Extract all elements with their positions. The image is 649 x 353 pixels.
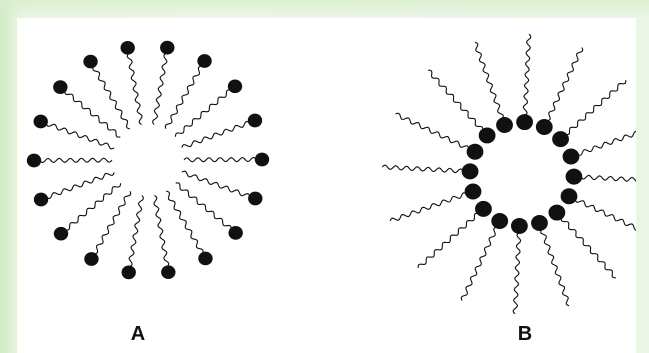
hydrophilic-head (516, 114, 533, 130)
hydrophilic-head (511, 218, 528, 234)
hydrophobic-tail (541, 229, 569, 306)
hydrophobic-tail (176, 183, 232, 229)
hydrophobic-tail (382, 165, 463, 173)
hydrophilic-head (563, 149, 580, 165)
micelle-a (27, 41, 269, 279)
hydrophobic-tail (461, 227, 497, 300)
hydrophilic-head (198, 252, 212, 266)
hydrophobic-tail (129, 195, 143, 266)
figure-panel: A B (17, 18, 636, 353)
hydrophobic-tail (153, 53, 167, 124)
hydrophobic-tail (46, 123, 114, 148)
hydrophilic-head (228, 226, 242, 240)
hydrophobic-tail (396, 113, 469, 149)
hydrophobic-tail (154, 195, 169, 266)
hydrophobic-tail (127, 53, 142, 124)
hydrophobic-tail (165, 66, 201, 129)
hydrophilic-head (27, 154, 41, 168)
hydrophobic-tail (418, 213, 478, 268)
hydrophilic-head (34, 193, 48, 207)
hydrophilic-head (479, 127, 496, 143)
hydrophobic-tail (390, 193, 467, 221)
label-b: B (505, 324, 545, 344)
hydrophilic-head (475, 201, 492, 217)
hydrophilic-head (83, 55, 97, 69)
hydrophobic-tail (475, 42, 503, 119)
hydrophobic-tail (561, 218, 616, 278)
hydrophobic-tail (566, 80, 626, 135)
hydrophobic-tail (513, 233, 521, 314)
hydrophilic-head (491, 213, 508, 229)
hydrophilic-head (561, 188, 578, 204)
hydrophobic-tail (175, 90, 230, 137)
hydrophilic-head (465, 183, 482, 199)
hydrophilic-head (53, 80, 67, 94)
hydrophilic-head (84, 252, 98, 266)
hydrophobic-tail (182, 171, 250, 196)
hydrophobic-tail (428, 70, 483, 130)
hydrophobic-tail (65, 183, 120, 230)
hydrophilic-head (121, 41, 135, 55)
hydrophilic-head (462, 163, 479, 179)
label-a: A (118, 324, 158, 344)
hydrophilic-head (160, 41, 174, 55)
hydrophilic-head (531, 215, 548, 231)
hydrophobic-tail (547, 48, 583, 121)
hydrophilic-head (34, 115, 48, 129)
hydrophobic-tail (577, 127, 636, 155)
micelle-diagram (17, 18, 636, 353)
hydrophilic-head (197, 54, 211, 68)
hydrophilic-head (467, 144, 484, 160)
hydrophobic-tail (523, 34, 531, 115)
hydrophobic-tail (40, 158, 112, 162)
hydrophilic-head (566, 169, 583, 185)
hydrophobic-tail (184, 158, 256, 162)
hydrophobic-tail (65, 91, 121, 137)
hydrophilic-head (161, 265, 175, 279)
hydrophilic-head (122, 266, 136, 280)
hydrophobic-tail (94, 191, 130, 254)
hydrophilic-head (54, 227, 68, 241)
hydrophilic-head (248, 114, 262, 128)
hydrophilic-head (255, 153, 269, 167)
hydrophilic-head (548, 205, 565, 221)
hydrophilic-head (496, 117, 513, 133)
reverse-micelle-b (382, 34, 636, 314)
hydrophilic-head (228, 79, 242, 93)
hydrophobic-tail (581, 175, 636, 183)
hydrophilic-head (536, 119, 553, 135)
hydrophilic-head (248, 192, 262, 206)
hydrophilic-head (552, 131, 569, 147)
hydrophobic-tail (575, 199, 636, 235)
